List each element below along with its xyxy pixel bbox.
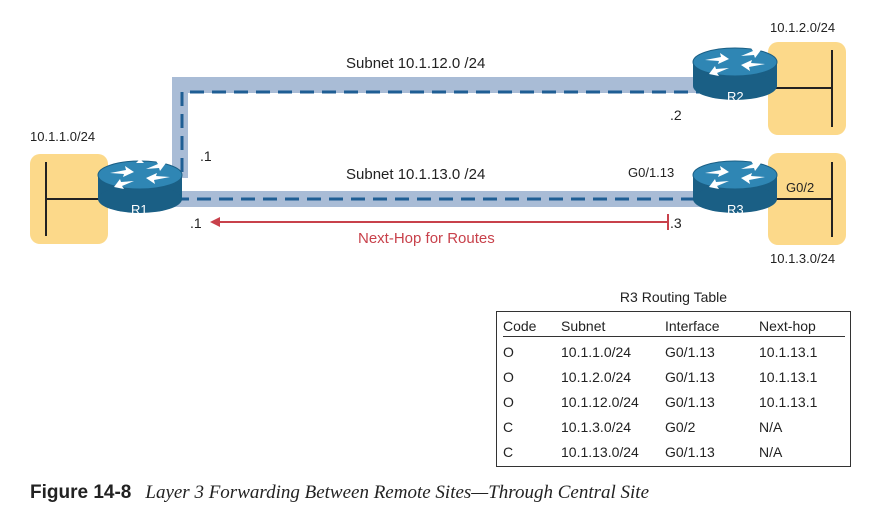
router-r2-label: R2 — [727, 89, 744, 104]
cell-interface: G0/1.13 — [665, 368, 715, 385]
header-code: Code — [503, 318, 561, 337]
routing-table-grid: Code Subnet Interface Next-hop O 10.1.1.… — [503, 318, 845, 464]
cell-code: C — [503, 443, 514, 460]
cell-next-hop: N/A — [759, 418, 783, 435]
table-row: C 10.1.3.0/24 G0/2 N/A — [503, 414, 845, 439]
cell-subnet: 10.1.1.0/24 — [561, 343, 632, 360]
figure-number: Figure 14-8 — [30, 482, 132, 503]
table-row: C 10.1.13.0/24 G0/1.13 N/A — [503, 439, 845, 464]
r2-ip-label: .2 — [670, 107, 682, 123]
routing-table-title: R3 Routing Table — [619, 289, 728, 305]
r1-bottom-ip-label: .1 — [190, 215, 202, 231]
table-header-row: Code Subnet Interface Next-hop — [503, 318, 845, 337]
cell-subnet: 10.1.13.0/24 — [561, 443, 639, 460]
header-interface: Interface — [665, 318, 759, 337]
cell-subnet: 10.1.12.0/24 — [561, 393, 639, 410]
r3-subinterface-label: G0/1.13 — [628, 165, 675, 180]
cell-next-hop: N/A — [759, 443, 783, 460]
header-subnet: Subnet — [561, 318, 665, 337]
router-r1-label: R1 — [131, 202, 148, 217]
cell-code: C — [503, 418, 514, 435]
cell-code: O — [503, 343, 514, 360]
router-r3-label: R3 — [727, 202, 744, 217]
lan-r3-subnet-label: 10.1.3.0/24 — [770, 251, 836, 266]
lan-r1-subnet-label: 10.1.1.0/24 — [30, 129, 96, 144]
link-r1-r2 — [172, 77, 705, 178]
cell-next-hop: 10.1.13.1 — [759, 343, 818, 360]
figure-caption: Figure 14-8 Layer 3 Forwarding Between Re… — [30, 482, 649, 504]
subnet-bottom-label: Subnet 10.1.13.0 /24 — [346, 166, 486, 183]
next-hop-label: Next-Hop for Routes — [358, 230, 495, 247]
figure-title: Layer 3 Forwarding Between Remote Sites—… — [145, 482, 650, 503]
router-r1-icon[interactable] — [97, 159, 183, 213]
lan-segment-r3 — [774, 162, 833, 237]
cell-next-hop: 10.1.13.1 — [759, 368, 818, 385]
lan-segment-r1 — [45, 162, 104, 236]
r3-ip-label: .3 — [670, 215, 682, 231]
table-row: O 10.1.12.0/24 G0/1.13 10.1.13.1 — [503, 389, 845, 414]
table-row: O 10.1.2.0/24 G0/1.13 10.1.13.1 — [503, 364, 845, 389]
cell-interface: G0/1.13 — [665, 443, 715, 460]
cell-interface: G0/1.13 — [665, 393, 715, 410]
cell-next-hop: 10.1.13.1 — [759, 393, 818, 410]
r1-top-ip-label: .1 — [200, 148, 212, 164]
header-next-hop: Next-hop — [759, 318, 845, 337]
lan-segment-r2 — [774, 50, 833, 127]
table-row: O 10.1.1.0/24 G0/1.13 10.1.13.1 — [503, 337, 845, 365]
router-r3-icon[interactable] — [692, 160, 778, 213]
cell-interface: G0/1.13 — [665, 343, 715, 360]
cell-interface: G0/2 — [665, 418, 696, 435]
router-r2-icon[interactable] — [692, 47, 778, 100]
subnet-top-label: Subnet 10.1.12.0 /24 — [346, 55, 486, 72]
cell-code: O — [503, 393, 514, 410]
cell-code: O — [503, 368, 514, 385]
cell-subnet: 10.1.3.0/24 — [561, 418, 632, 435]
lan-r2-subnet-label: 10.1.2.0/24 — [770, 20, 836, 35]
cell-subnet: 10.1.2.0/24 — [561, 368, 632, 385]
dashed-link-r1-r2 — [180, 90, 705, 172]
routing-table: Code Subnet Interface Next-hop O 10.1.1.… — [496, 311, 851, 467]
r3-lan-interface-label: G0/2 — [786, 180, 815, 195]
